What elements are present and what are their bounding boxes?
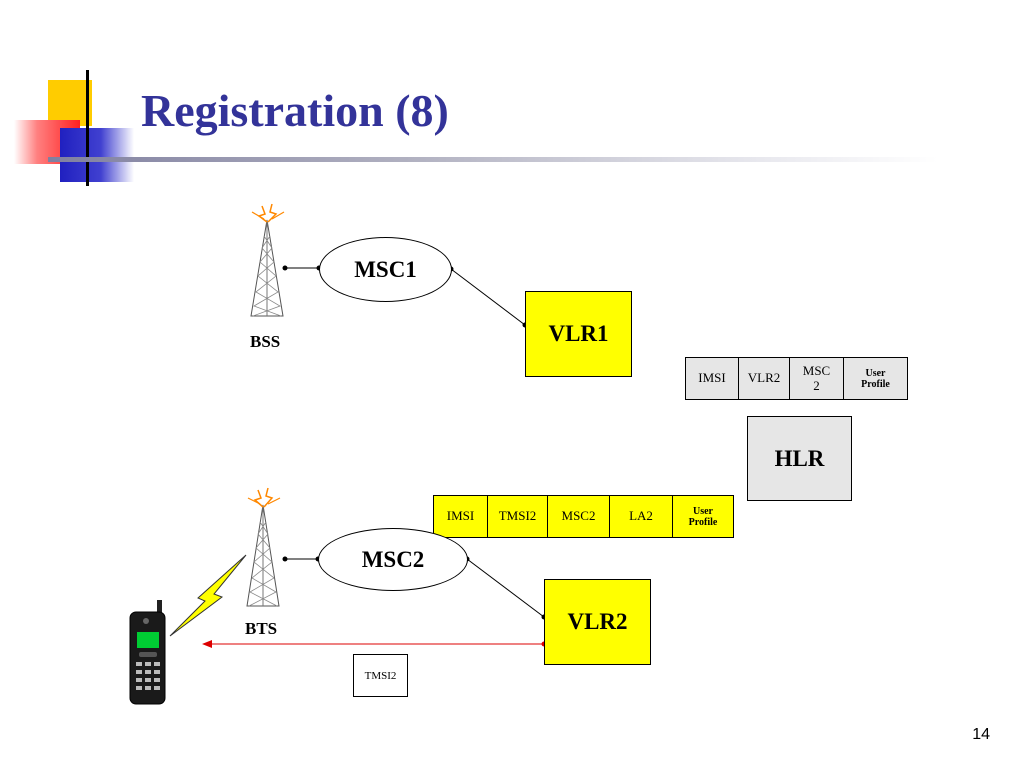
- link-msc2-vlr2: [466, 558, 545, 618]
- msc1-label: MSC1: [354, 256, 417, 282]
- msc1-node: MSC1: [319, 237, 452, 302]
- bss-label: BSS: [250, 332, 281, 351]
- vlr2-node: VLR2: [544, 579, 651, 665]
- title-underline: [48, 157, 938, 162]
- vlr1-node: VLR1: [525, 291, 632, 377]
- hlr-label: HLR: [774, 445, 825, 471]
- vlr2-record-cell: IMSI: [434, 496, 488, 537]
- hlr-record-cell: MSC 2: [790, 358, 844, 399]
- hlr-record-table: IMSI VLR2 MSC 2 User Profile: [685, 357, 908, 400]
- vlr2-record-cell: LA2: [610, 496, 673, 537]
- msc2-node: MSC2: [318, 528, 468, 591]
- hlr-record-cell: IMSI: [686, 358, 739, 399]
- vlr2-label: VLR2: [567, 609, 628, 634]
- bts-tower-icon: [246, 487, 281, 607]
- message-tmsi2-box: TMSI2: [353, 654, 408, 697]
- slide-title: Registration (8): [141, 85, 449, 136]
- mobile-phone-icon: [129, 600, 166, 705]
- radio-link-icon: [169, 554, 247, 637]
- logo-blue-square: [60, 128, 134, 182]
- vlr2-record-cell: TMSI2: [488, 496, 548, 537]
- vlr2-record-table: IMSI TMSI2 MSC2 LA2 User Profile: [433, 495, 734, 538]
- page-number: 14: [972, 726, 990, 743]
- logo-vertical-line: [86, 70, 89, 186]
- bts-label: BTS: [245, 619, 278, 638]
- message-tmsi2-label: TMSI2: [364, 669, 397, 682]
- logo-yellow-square: [48, 80, 92, 126]
- hlr-node: HLR: [747, 416, 852, 501]
- vlr2-record-cell: User Profile: [688, 505, 718, 528]
- vlr1-label: VLR1: [548, 321, 609, 346]
- link-msc1-vlr1: [450, 268, 526, 326]
- hlr-record-cell: User Profile: [861, 367, 890, 390]
- hlr-record-cell: VLR2: [739, 358, 790, 399]
- bss-tower-icon: [250, 203, 285, 317]
- msc2-label: MSC2: [361, 546, 425, 572]
- vlr2-record-cell: MSC2: [548, 496, 610, 537]
